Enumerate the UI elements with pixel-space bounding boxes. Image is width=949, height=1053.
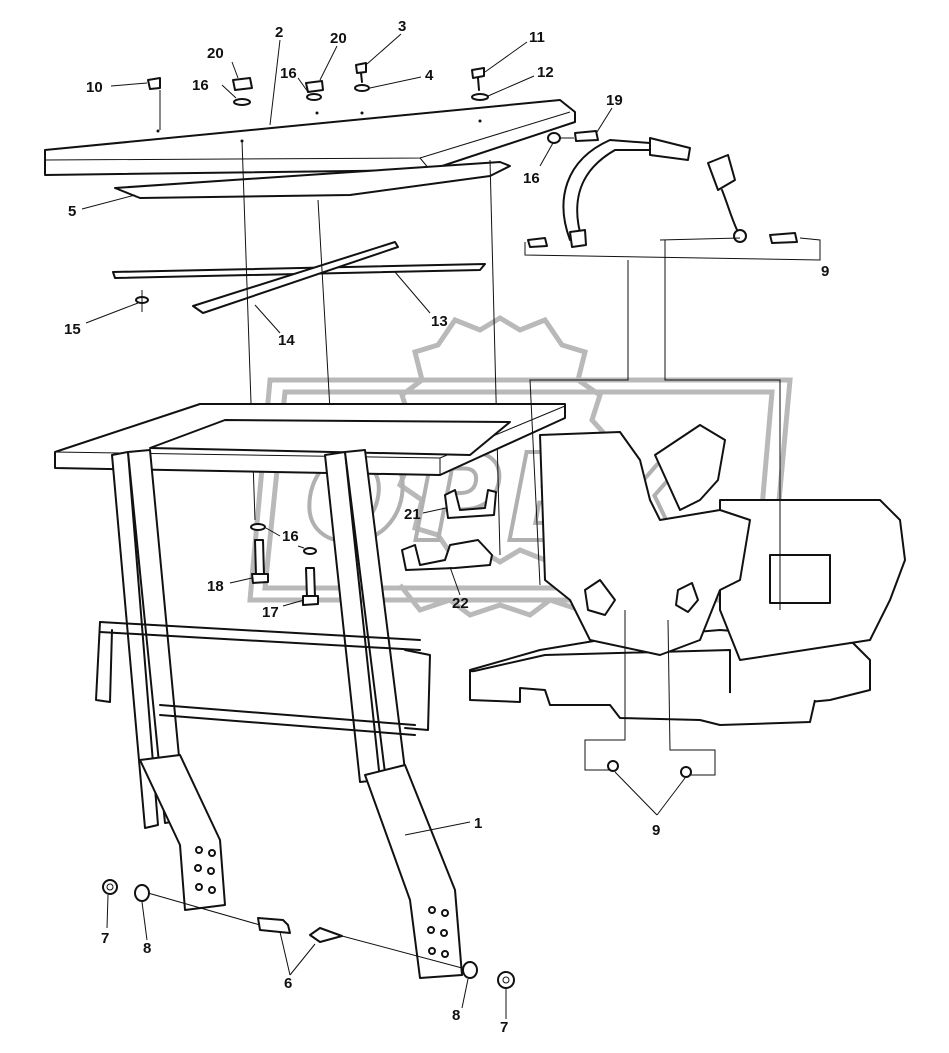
callout-13: 13: [431, 313, 448, 330]
trim-strip-13: [112, 263, 486, 279]
callout-15: 15: [64, 321, 81, 338]
frame-bolts: [250, 523, 319, 606]
callout-12: 12: [537, 64, 554, 81]
seat-frame: [54, 403, 566, 979]
callout-10: 10: [86, 79, 103, 96]
callout-leaders: [81, 33, 686, 1019]
callout-8-right: 8: [452, 1007, 460, 1024]
callout-16-c: 16: [523, 170, 540, 187]
top-hardware: [147, 62, 599, 144]
callout-21: 21: [404, 506, 421, 523]
callout-4: 4: [425, 67, 434, 84]
callout-16-b: 16: [280, 65, 297, 82]
callout-14: 14: [278, 332, 295, 349]
callout-2: 2: [275, 24, 283, 41]
callout-3: 3: [398, 18, 406, 35]
callout-1: 1: [474, 815, 482, 832]
callout-8-left: 8: [143, 940, 151, 957]
rivet-15: [135, 290, 149, 312]
callout-20-b: 20: [330, 30, 347, 47]
callout-11: 11: [529, 29, 545, 46]
callout-5: 5: [68, 203, 76, 220]
trim-strip-14: [192, 241, 399, 314]
callout-6: 6: [284, 975, 292, 992]
callout-16-a: 16: [192, 77, 209, 94]
brackets: [401, 489, 497, 571]
seat-belt: [524, 137, 821, 261]
callout-22: 22: [452, 595, 469, 612]
callout-7-right: 7: [500, 1019, 508, 1036]
callout-9-top: 9: [821, 263, 829, 280]
callout-7-left: 7: [101, 930, 109, 947]
seat-base-assembly: [469, 240, 906, 778]
callout-17: 17: [262, 604, 279, 621]
callout-9-bottom: 9: [652, 822, 660, 839]
callout-16-d: 16: [282, 528, 299, 545]
callout-18: 18: [207, 578, 224, 595]
bottom-hardware: [102, 879, 515, 989]
callout-19: 19: [606, 92, 623, 109]
callout-20-a: 20: [207, 45, 224, 62]
callout-labels: 1 2 3 4 5 6 7 7 8 8 9 9 10 11 12 13 14 1…: [64, 18, 829, 1036]
